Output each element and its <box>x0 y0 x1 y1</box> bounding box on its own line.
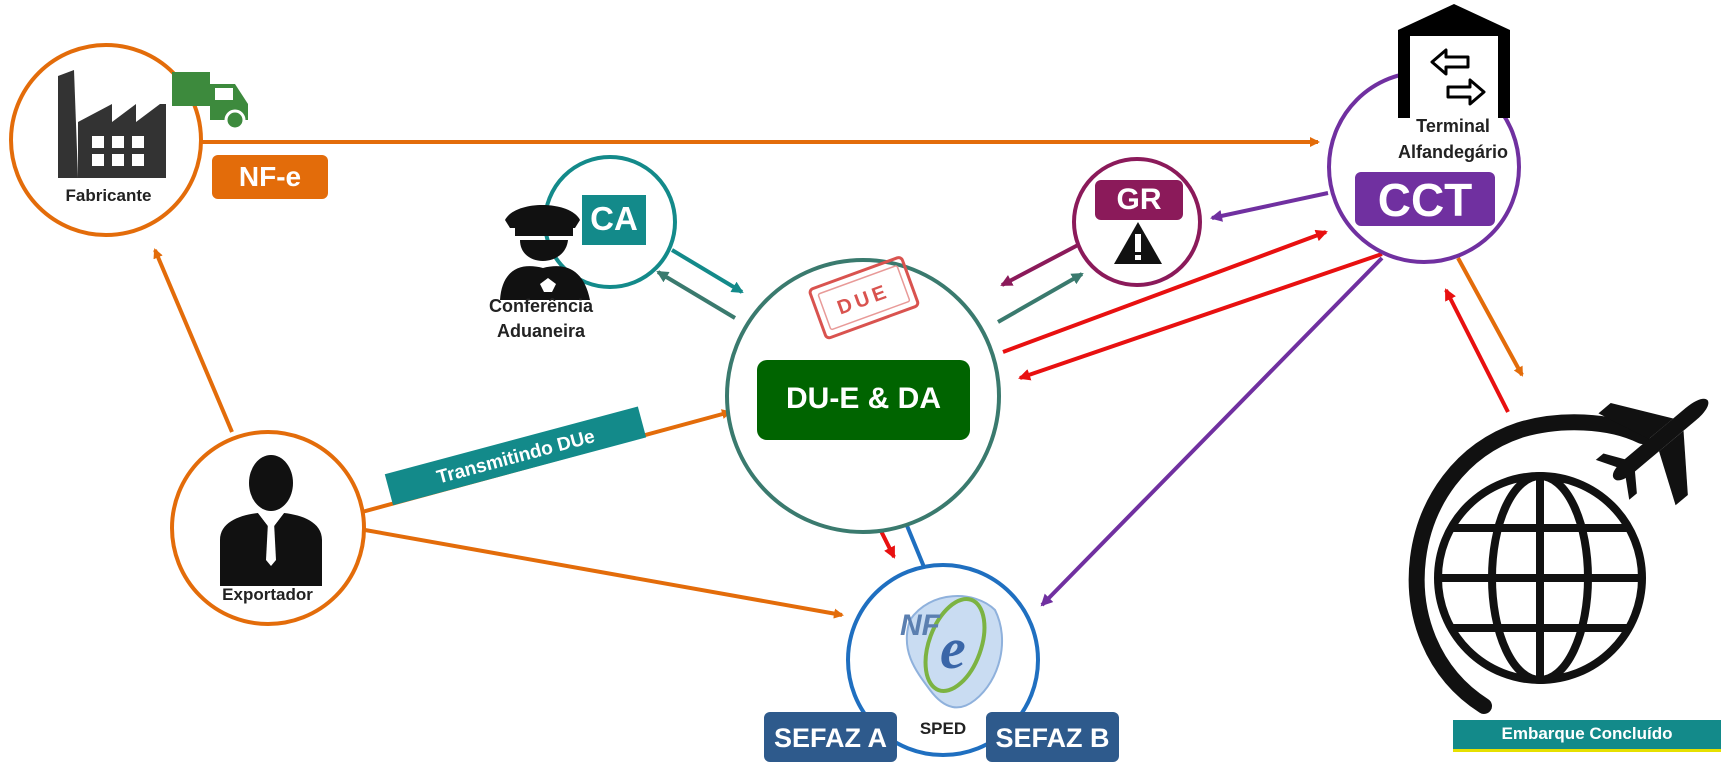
exportador-label: Exportador <box>222 585 313 604</box>
edge-exportador-to-sped <box>364 528 844 619</box>
gr-tag-box <box>1095 180 1183 220</box>
ca-label-line2: Aduaneira <box>496 321 586 341</box>
gr-node <box>1072 157 1202 287</box>
edge-due-to-cct <box>1002 229 1328 354</box>
edge-due-to-ca <box>656 270 737 320</box>
fabricante-node <box>9 43 248 237</box>
nfe-logo-e: e <box>940 616 966 681</box>
terminal-label-line1: Terminal <box>1416 116 1490 136</box>
edge-exportador-to-fabricante <box>153 248 234 433</box>
sped-label: SPED <box>919 719 967 738</box>
due-node <box>725 256 1001 534</box>
fabricante-label: Fabricante <box>65 186 152 205</box>
ca-tag-box <box>582 195 646 245</box>
globe-icon <box>1434 472 1646 684</box>
airplane-icon <box>1595 398 1709 506</box>
embarque-label: Embarque Concluído <box>1501 724 1673 743</box>
exportador-node <box>170 430 366 626</box>
edge-ca-to-due <box>670 248 744 294</box>
embarque-underline <box>1453 749 1721 752</box>
edge-cct-to-gr <box>1210 191 1329 222</box>
edge-cct-to-sped <box>1040 256 1384 607</box>
due-title: DU-E & DA <box>786 382 941 415</box>
edge-cct-to-due <box>1018 252 1383 381</box>
edge-embarque-to-cct <box>1444 288 1510 413</box>
sped-node <box>764 563 1119 762</box>
factory-icon <box>58 70 166 178</box>
nfe-logo-icon <box>905 595 1003 709</box>
transmitindo-banner: Transmitindo DUe <box>384 406 647 506</box>
ca-node <box>500 155 677 300</box>
businessman-icon <box>220 455 322 586</box>
edge-gr-to-due <box>1000 243 1079 287</box>
truck-icon <box>172 72 248 131</box>
edge-cct-to-embarque <box>1456 257 1524 377</box>
ca-tag-text: CA <box>590 200 638 237</box>
nfe-tag: NF-e <box>212 155 328 199</box>
nfe-logo-text: NF <box>900 609 941 642</box>
embarque-node <box>1408 398 1721 752</box>
sefaz-a-label: SEFAZ A <box>773 723 887 753</box>
terminal-label-line2: Alfandegário <box>1397 142 1508 162</box>
sefaz-a-box <box>764 712 897 762</box>
officer-icon <box>500 205 590 300</box>
terminal-node <box>1327 4 1521 264</box>
ca-label-line1: Conferência <box>488 296 594 316</box>
swap-arrows-icon <box>1430 48 1486 106</box>
cct-tag-box <box>1355 172 1495 226</box>
gr-tag-text: GR <box>1116 183 1162 216</box>
sefaz-b-label: SEFAZ B <box>995 723 1110 753</box>
sefaz-b-box <box>986 712 1119 762</box>
cct-tag-text: CCT <box>1377 174 1473 226</box>
due-title-box <box>757 360 970 440</box>
embarque-bar <box>1453 720 1721 749</box>
edge-due-to-gr <box>997 272 1084 324</box>
warehouse-icon <box>1398 4 1510 118</box>
warning-icon <box>1114 222 1162 264</box>
globe-orbit <box>1408 414 1650 714</box>
stamp-icon <box>808 256 920 340</box>
gr-ring <box>1072 157 1202 287</box>
